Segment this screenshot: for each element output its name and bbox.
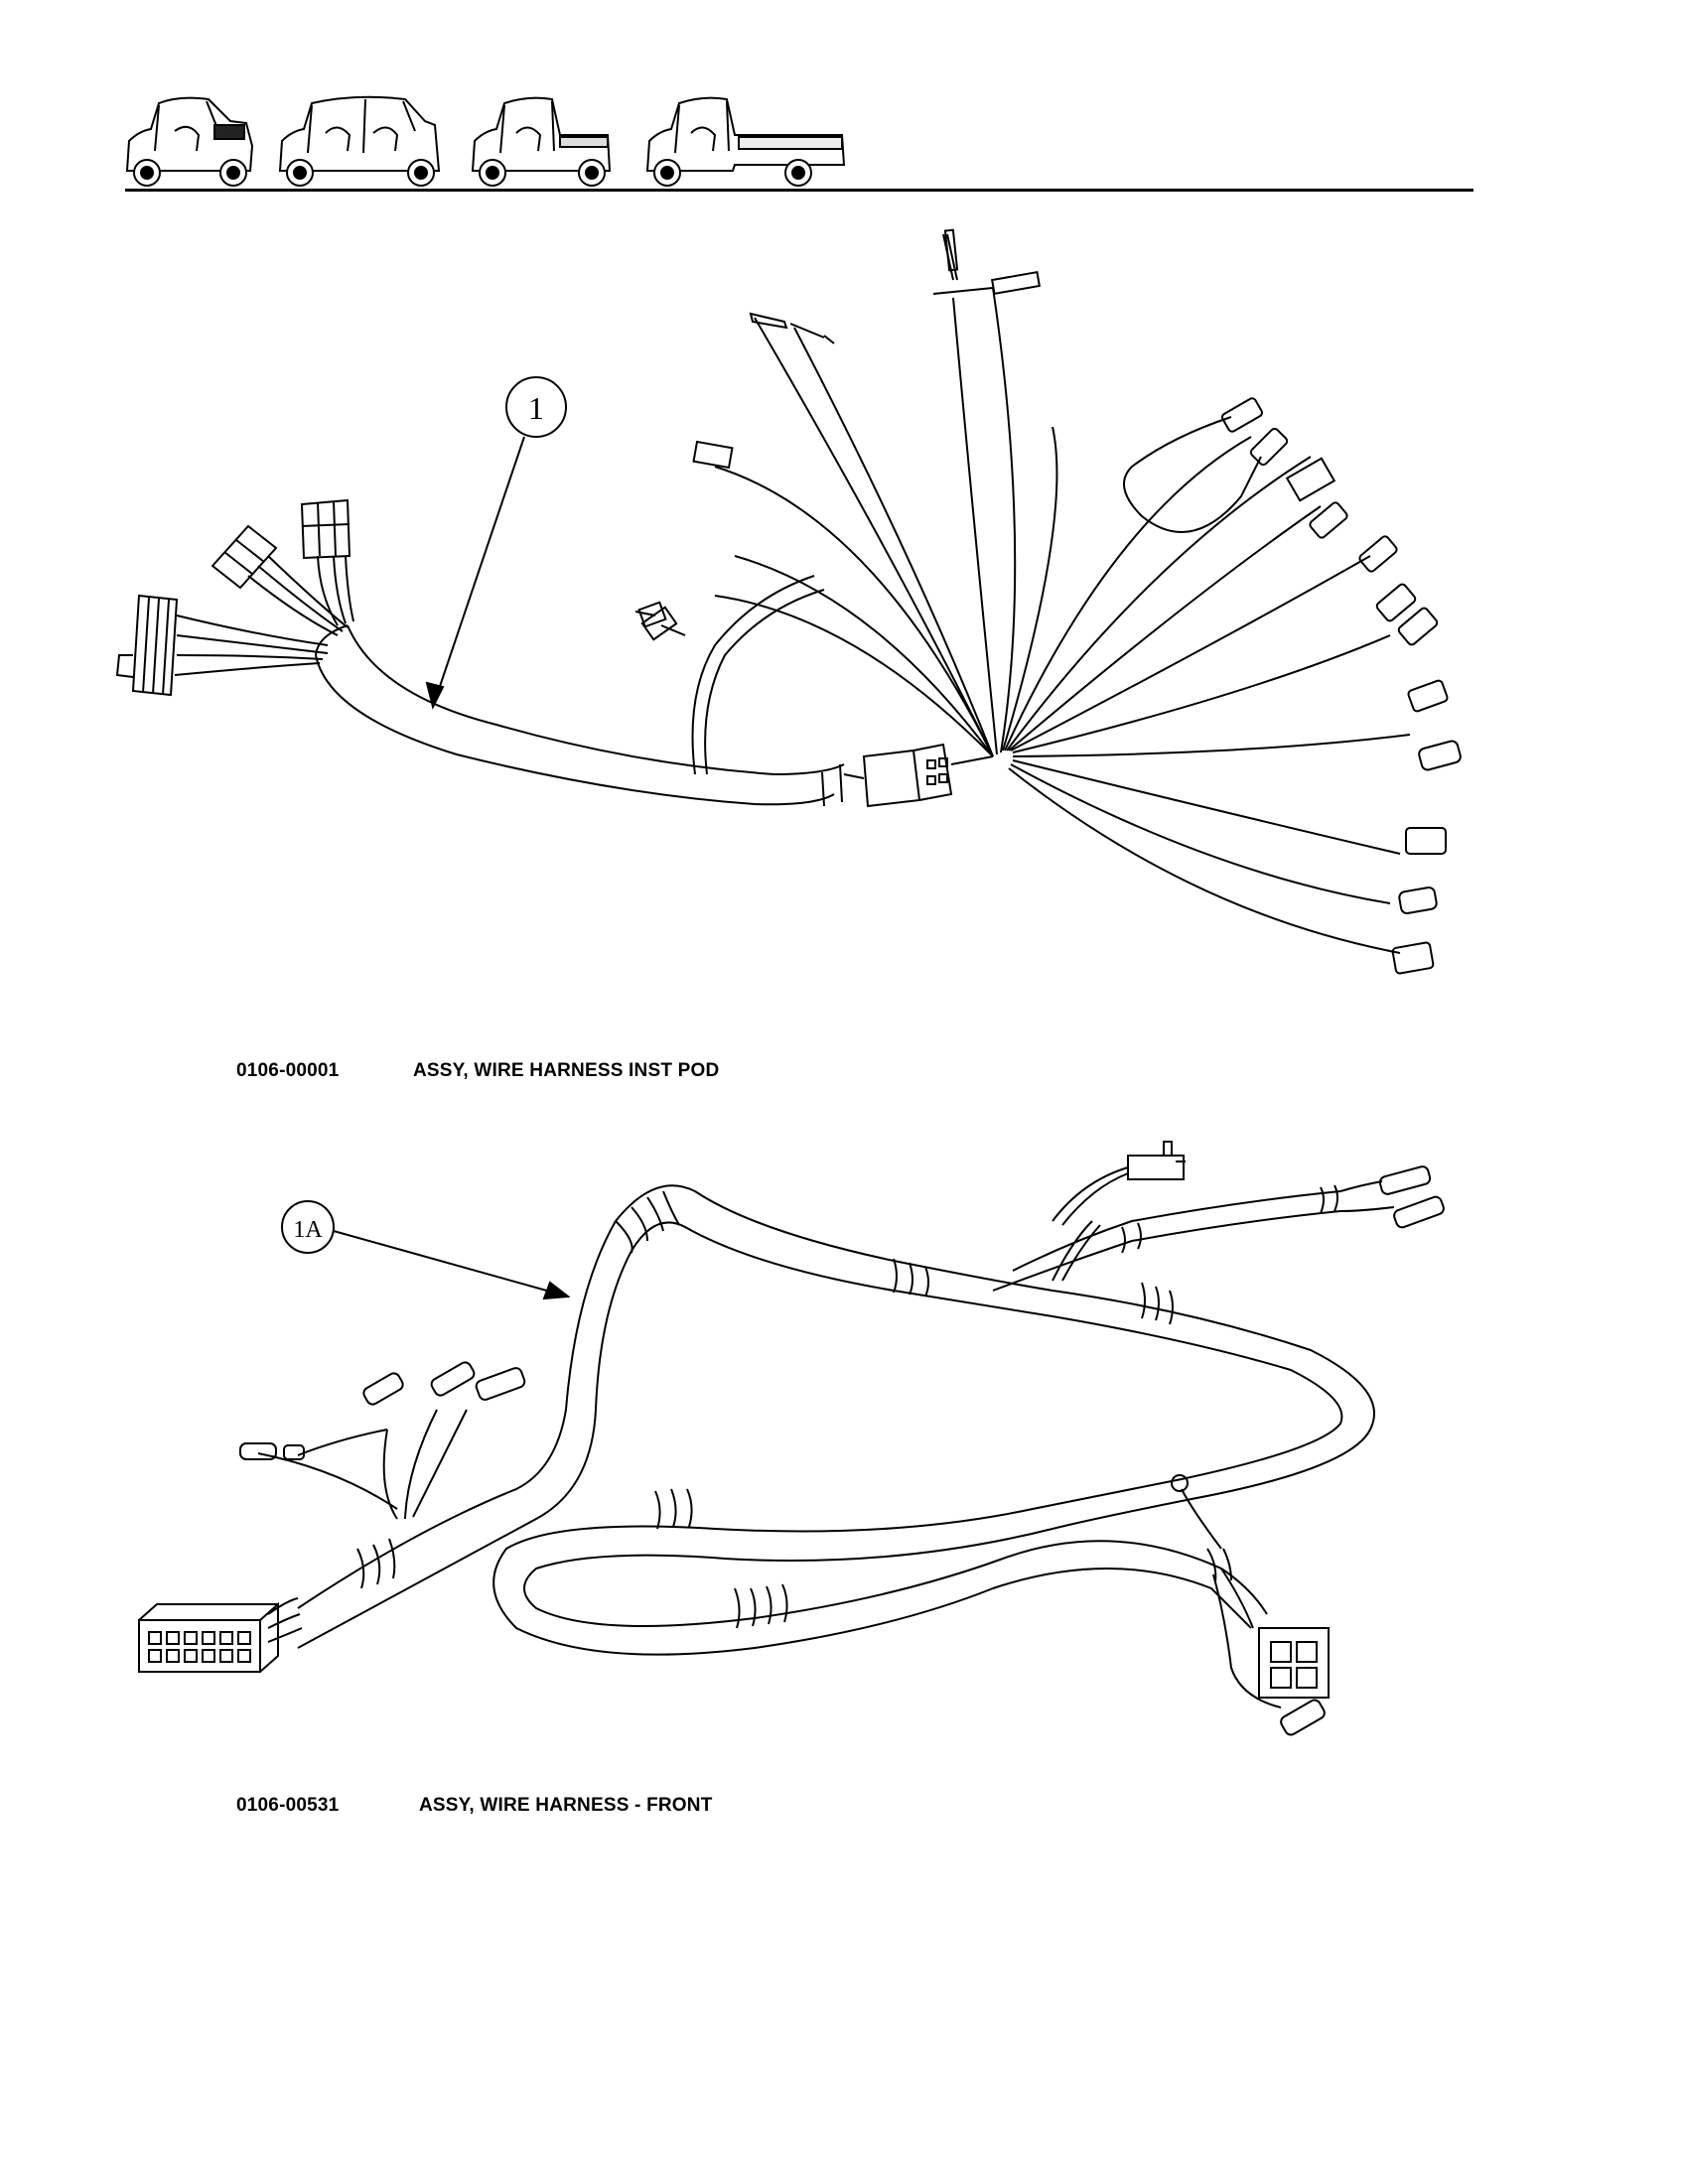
vehicle-2-seat-icon	[125, 96, 254, 187]
connector-inline-icon	[862, 743, 953, 808]
vehicle-4-seat-icon	[278, 95, 441, 187]
pigtail-terminals	[239, 1361, 526, 1460]
callout-1a-label: 1A	[293, 1217, 323, 1243]
callout-1a	[281, 1200, 571, 1300]
connector-2-pin-icon	[1127, 1141, 1186, 1180]
part-description-2: ASSY, WIRE HARNESS - FRONT	[419, 1795, 713, 1816]
terminal-tab-icons	[1339, 1165, 1445, 1229]
connector-4-pin-icon	[1258, 1627, 1330, 1699]
part-number-2: 0106-00531	[236, 1795, 340, 1816]
connector-large-icon	[115, 594, 179, 697]
part-number-1: 0106-00001	[236, 1060, 340, 1081]
terminal-connector-icons	[1221, 397, 1462, 975]
vehicle-short-bed-icon	[471, 96, 612, 187]
vehicle-long-bed-icon	[645, 96, 846, 187]
callout-1-label: 1	[528, 390, 544, 426]
sleeve-bands	[356, 1184, 1338, 1629]
wire-harness-front-diagram: 1A	[138, 1141, 1445, 1736]
vehicle-lineup	[125, 95, 846, 187]
connector-12-pin-icon	[138, 1601, 279, 1673]
connector-small-icon	[300, 498, 351, 560]
header-rule	[125, 189, 1474, 192]
callout-1	[425, 376, 567, 710]
part-description-1: ASSY, WIRE HARNESS INST POD	[413, 1060, 720, 1081]
connector-medium-icon	[210, 524, 278, 590]
wire-harness-inst-pod-diagram: 1	[115, 228, 1462, 975]
